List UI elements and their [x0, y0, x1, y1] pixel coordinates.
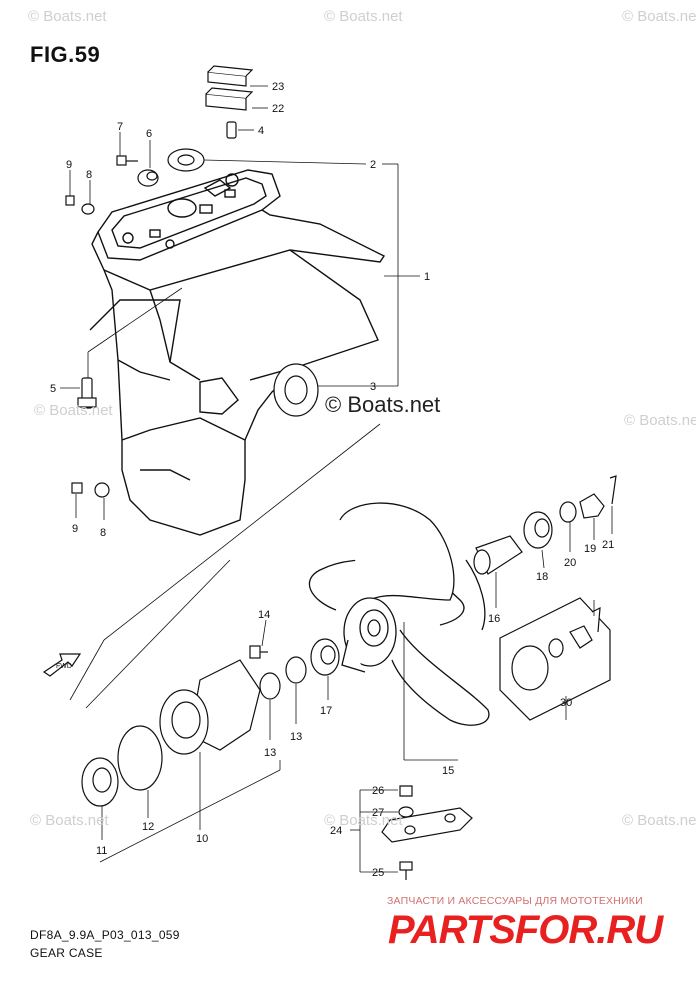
figure-name: GEAR CASE: [30, 946, 103, 960]
watermark-text: © Boats.net: [34, 402, 113, 419]
callout-30: 30: [560, 697, 572, 709]
watermark-text: © Boats.net: [622, 8, 696, 25]
callout-20: 20: [564, 557, 576, 569]
callout-2: 2: [370, 159, 376, 171]
callout-labels: 23 22 4 7 6 2 9 8 1 5 3 9 8 21 19 20 18 …: [50, 81, 614, 879]
shaft-components: [42, 475, 617, 880]
leader-lines: [60, 85, 613, 873]
callout-6: 6: [146, 128, 152, 140]
watermark-text: © Boats.net: [28, 8, 107, 25]
callout-8-top: 8: [86, 169, 92, 181]
callout-24: 24: [330, 825, 342, 837]
watermark-text: © Boats.net: [30, 812, 109, 829]
callout-18: 18: [536, 571, 548, 583]
top-parts: [65, 65, 319, 498]
propeller: [308, 502, 490, 726]
callout-19: 19: [584, 543, 596, 555]
callout-3: 3: [370, 381, 376, 393]
callout-13-a: 13: [264, 747, 276, 759]
callout-23: 23: [272, 81, 284, 93]
gear-case-housing: [89, 169, 386, 536]
figure-title: FIG.59: [30, 42, 101, 67]
shop-logo: PARTSFOR.RU: [388, 908, 663, 952]
fwd-label: FWD: [56, 663, 72, 670]
shop-tagline: ЗАПЧАСТИ И АКСЕССУАРЫ ДЛЯ МОТОТЕХНИКИ: [387, 895, 643, 907]
callout-9-bottom: 9: [72, 523, 78, 535]
callout-10: 10: [196, 833, 208, 845]
callout-11: 11: [96, 845, 107, 857]
watermark-text: © Boats.net: [624, 412, 696, 429]
callout-25: 25: [372, 867, 384, 879]
callout-12: 12: [142, 821, 154, 833]
callout-4: 4: [258, 125, 264, 137]
watermark-text: © Boats.net: [324, 812, 403, 829]
callout-5: 5: [50, 383, 56, 395]
watermark-text: © Boats.net: [324, 8, 403, 25]
callout-9-top: 9: [66, 159, 72, 171]
callout-21: 21: [602, 539, 614, 551]
callout-27: 27: [372, 807, 384, 819]
callout-26: 26: [372, 785, 384, 797]
figure-code: DF8A_9.9A_P03_013_059: [30, 928, 180, 942]
callout-13-b: 13: [290, 731, 302, 743]
brand-watermark: © Boats.net: [325, 392, 441, 417]
watermark-text: © Boats.net: [622, 812, 696, 829]
callout-22: 22: [272, 103, 284, 115]
callout-8-bottom: 8: [100, 527, 106, 539]
callout-17: 17: [320, 705, 332, 717]
callout-15: 15: [442, 765, 454, 777]
callout-1: 1: [424, 271, 430, 283]
callout-16: 16: [488, 613, 500, 625]
callout-7: 7: [117, 121, 123, 133]
callout-14: 14: [258, 609, 270, 621]
